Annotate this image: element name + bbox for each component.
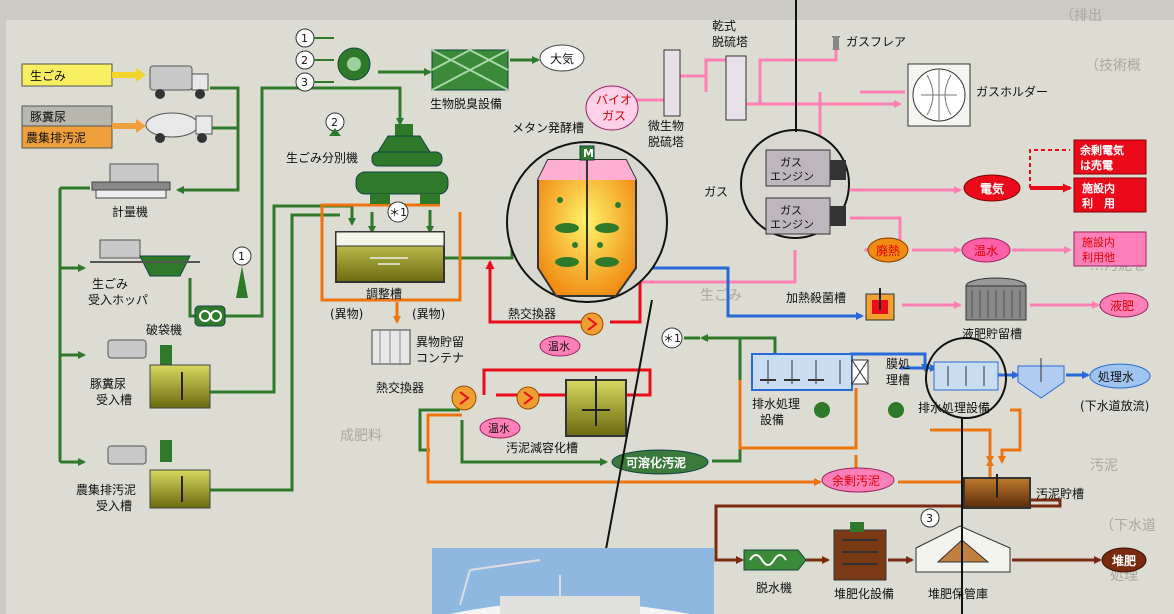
sludge-tank-label-2: 受入槽	[96, 499, 132, 513]
sludge-compost-text: 堆肥	[1112, 553, 1136, 568]
liquid-water-treatment-line1-text: 排水処理	[752, 397, 800, 411]
hopper-label-2: 受入ホッパ	[88, 293, 148, 307]
liquid-membrane-line1-text: 膜処	[886, 357, 910, 371]
compost-storage-label: 堆肥保管庫	[928, 586, 988, 601]
sludge-heat-exchanger-label: 熱交換器	[376, 380, 424, 395]
gas-bio-gas-line2-text: ガス	[602, 109, 626, 123]
pig-tank-label-1: 豚糞尿	[90, 376, 126, 391]
digester-heat-exchanger-label: 熱交換器	[508, 306, 556, 321]
adjustment-tank-label: 調整槽	[366, 286, 402, 301]
energy-electricity-text: 電気	[980, 181, 1004, 196]
energy-facility-other-line2-text: 利用他	[1082, 251, 1115, 264]
energy-surplus-line2-text: は売電	[1080, 158, 1113, 172]
bg-text-4-text: 成肥料	[340, 428, 382, 444]
pig-tank-label-2: 受入槽	[96, 393, 132, 407]
biofilter-marker-1-text: 1	[238, 250, 245, 263]
gas-engine-line1-text: ガス	[780, 156, 802, 169]
liquid-treated-water-text: 処理水	[1098, 370, 1134, 384]
biofilter-marker-3-text: 3	[926, 512, 933, 525]
energy-hot-water-text: 温水	[974, 244, 998, 258]
digester-label: メタン発酵槽	[512, 121, 584, 135]
inset-photo	[432, 548, 714, 614]
hot-water-badge: 温水	[962, 238, 1010, 262]
sludge-solubilized-text: 可溶化汚泥	[626, 455, 686, 470]
liquid-water-treatment-line2-text: 設備	[760, 412, 784, 427]
gas-dry-desulf-line2-text: 脱硫塔	[712, 34, 748, 49]
atmosphere-bubble: 大気	[540, 45, 584, 71]
liquid-liquid-fertilizer-text: 液肥	[1110, 298, 1134, 313]
bg-text-6-text: （下水道	[1100, 518, 1156, 534]
atmosphere-label: 大気	[550, 51, 574, 66]
energy-waste-heat-text: 廃熱	[876, 243, 900, 258]
dewatering-label: 脱水機	[756, 580, 792, 595]
waste-heat-badge: 廃熱	[868, 238, 908, 262]
biofilter-markers-0-text: 1	[301, 32, 308, 45]
gas-micro-desulf-line1-text: 微生物	[648, 119, 684, 133]
biofilter-markers-2-text: 3	[301, 76, 308, 89]
digester-motor-label: M	[583, 147, 594, 160]
energy-facility-other-line1-text: 施設内	[1082, 235, 1115, 249]
heat-sterilizer-label: 加熱殺菌槽	[786, 291, 846, 305]
sewer-label: (下水道放流)	[1080, 398, 1149, 413]
input-manure-label: 豚糞尿	[30, 109, 66, 124]
foreign-container-icon: 異物貯留 コンテナ	[372, 330, 464, 365]
gas-engine-line2-text: エンジン	[770, 218, 814, 231]
composting-label: 堆肥化設備	[834, 586, 894, 601]
water-treatment-2-label: 排水処理設備	[918, 400, 990, 415]
digester-hot-water-label: 温水	[548, 340, 570, 353]
bg-text-0-text: （排出	[1060, 8, 1102, 24]
scale-label: 計量機	[112, 204, 148, 219]
hopper-label-1: 生ごみ	[92, 276, 128, 291]
sludge-hot-water-text: 温水	[488, 422, 510, 435]
bag-breaker-label: 破袋機	[146, 322, 182, 337]
biofilter-markers-1-text: 2	[301, 54, 308, 67]
gas-engines-icon: ガス エンジン ガス エンジン	[741, 130, 849, 238]
liquid-fertilizer-badge: 液肥	[1100, 293, 1148, 317]
bio-gas-bubble: バイオ ガス	[586, 86, 638, 130]
energy-facility-use-line2-text: 利 用	[1082, 196, 1115, 210]
biofilter-marker-star-text: ＊1	[389, 206, 407, 219]
liquid-fertilizer-tank-icon: 液肥貯留槽	[962, 278, 1026, 341]
foreign-matter-right-label: (異物)	[412, 307, 445, 321]
facility-use-box: 施設内 利 用	[1074, 178, 1146, 212]
reduction-tank-label: 汚泥減容化槽	[506, 440, 578, 455]
foreign-container-label-2: コンテナ	[416, 351, 464, 365]
facility-other-box: 施設内 利用他	[1074, 232, 1146, 266]
sludge-excess-text: 余剰汚泥	[832, 473, 880, 488]
gas-bio-gas-line1-text: バイオ	[596, 93, 632, 107]
liquid-membrane-line2-text: 理槽	[886, 373, 910, 387]
gas-dry-desulf-line1-text: 乾式	[712, 19, 736, 33]
bg-text-1-text: （技術概	[1085, 58, 1141, 74]
gas-flare-label: ガスフレア	[846, 35, 906, 49]
input-food-waste-label: 生ごみ	[30, 68, 66, 83]
compost-badge: 堆肥	[1102, 548, 1146, 572]
bio-deodorizer-label: 生物脱臭設備	[430, 96, 502, 111]
electricity-badge: 電気	[964, 175, 1020, 201]
gas-engine-line2-text: エンジン	[770, 170, 814, 183]
excess-sludge-badge: 余剰汚泥	[822, 468, 894, 492]
biofilter-marker-2-text: 2	[331, 116, 338, 129]
foreign-matter-left-label: (異物)	[330, 307, 363, 321]
bg-text-3-text: 生ごみ	[700, 288, 742, 304]
energy-surplus-line1-text: 余剰電気	[1079, 143, 1124, 157]
bg-text-5-text: 汚泥	[1090, 458, 1118, 474]
gas-label: ガス	[704, 185, 728, 199]
foreign-container-label-1: 異物貯留	[416, 335, 464, 349]
separator-label: 生ごみ分別機	[286, 150, 358, 165]
sludge-tank-label-1: 農集排汚泥	[76, 482, 136, 497]
gas-engine-line1-text: ガス	[780, 204, 802, 217]
solubilized-sludge-badge: 可溶化汚泥	[612, 450, 708, 474]
composting-icon: 堆肥化設備	[834, 522, 894, 601]
energy-facility-use-line1-text: 施設内	[1082, 181, 1115, 195]
input-sludge-label: 農集排汚泥	[26, 130, 86, 145]
gas-holder-label: ガスホルダー	[976, 84, 1048, 99]
biofilter-marker-star-text: ＊1	[663, 332, 681, 345]
sludge-storage-label: 汚泥貯槽	[1036, 487, 1084, 501]
surplus-power-box: 余剰電気 は売電	[1074, 140, 1146, 174]
bio-deodorizer-icon: 生物脱臭設備	[430, 50, 508, 111]
gas-micro-desulf-line2-text: 脱硫塔	[648, 134, 684, 149]
